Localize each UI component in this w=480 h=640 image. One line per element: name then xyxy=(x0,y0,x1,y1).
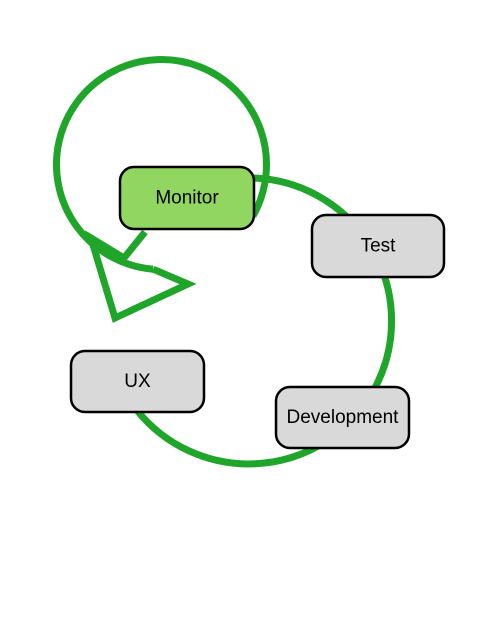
node-monitor[interactable]: Monitor xyxy=(118,165,256,231)
cycle-arrow-inner-arc xyxy=(53,56,270,273)
node-monitor-label: Monitor xyxy=(155,188,219,209)
node-ux-box xyxy=(69,349,206,414)
cycle-arrow-outer-arc xyxy=(133,174,396,468)
node-development-box xyxy=(274,385,411,450)
node-development-label: Development xyxy=(287,407,400,428)
node-test-label: Test xyxy=(361,236,397,257)
node-ux[interactable]: UX xyxy=(69,349,206,414)
node-test-box xyxy=(310,213,446,279)
node-ux-label: UX xyxy=(124,371,151,392)
node-test[interactable]: Test xyxy=(310,213,446,279)
node-monitor-box xyxy=(118,165,256,231)
cycle-arrow-head xyxy=(85,229,197,323)
node-development[interactable]: Development xyxy=(274,385,411,450)
cycle-arrow xyxy=(53,56,396,468)
